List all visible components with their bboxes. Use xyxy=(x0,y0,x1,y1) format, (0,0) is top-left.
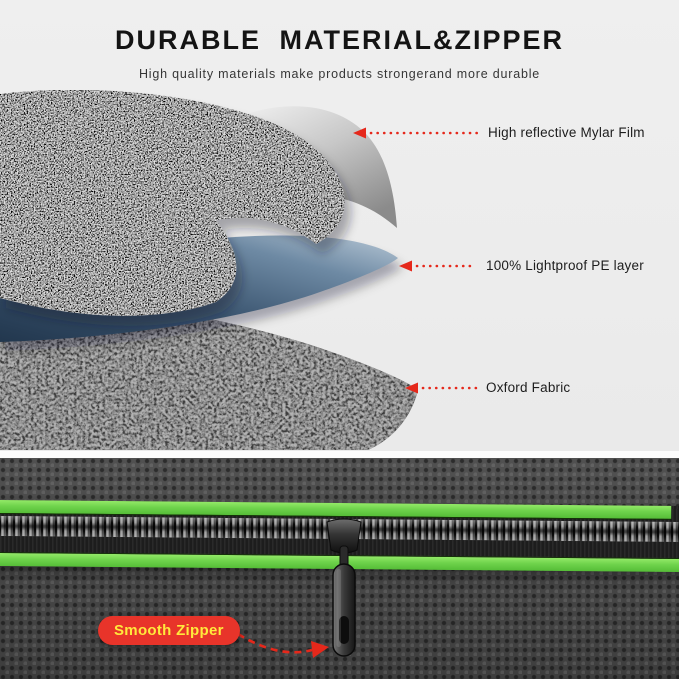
zipper-photo-section: Smooth Zipper xyxy=(0,458,679,679)
material-diagram-section: DURABLE MATERIAL&ZIPPER High quality mat… xyxy=(0,0,679,451)
page-subtitle: High quality materials make products str… xyxy=(138,67,541,81)
photo-vignette xyxy=(0,458,679,679)
mylar-film-layer xyxy=(0,90,345,316)
material-layers-illustration xyxy=(0,90,418,450)
page-title: DURABLE MATERIAL&ZIPPER xyxy=(115,25,564,55)
smooth-zipper-badge: Smooth Zipper xyxy=(98,616,240,645)
dotted-arrow-icon xyxy=(399,260,478,272)
slider-body xyxy=(326,518,362,554)
dotted-arrow-icon xyxy=(405,382,478,394)
pull-tab-highlight xyxy=(336,569,341,647)
pull-tab-hole xyxy=(339,616,349,644)
dashed-arrow-icon xyxy=(237,632,329,658)
callout-mylar-film: High reflective Mylar Film xyxy=(352,125,645,141)
callout-label-pe-layer: 100% Lightproof PE layer xyxy=(486,258,644,273)
callout-label-oxford: Oxford Fabric xyxy=(486,380,571,395)
callout-pe-layer: 100% Lightproof PE layer xyxy=(398,258,644,274)
dotted-arrow-icon xyxy=(353,127,480,139)
section-divider xyxy=(0,451,679,458)
callout-label-mylar: High reflective Mylar Film xyxy=(488,125,645,140)
zipper-slider-and-pull xyxy=(326,518,362,657)
callout-oxford-fabric: Oxford Fabric xyxy=(404,380,570,396)
zipper-pull-tab xyxy=(332,563,356,657)
